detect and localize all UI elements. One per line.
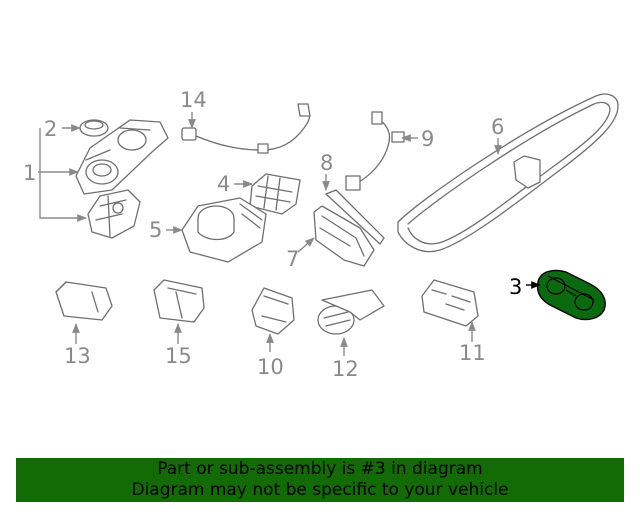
callout-6[interactable]: 6	[491, 115, 504, 139]
part-6-mirror[interactable]	[397, 93, 619, 253]
callout-15[interactable]: 15	[165, 344, 192, 368]
part-7-console-trim[interactable]	[313, 205, 375, 267]
callout-5[interactable]: 5	[149, 218, 162, 242]
leader-lines	[38, 112, 541, 356]
part-12-socket[interactable]	[317, 289, 385, 335]
part-11-label-panel[interactable]	[421, 279, 479, 327]
banner-line-2: Diagram may not be specific to your vehi…	[131, 480, 509, 500]
callout-11[interactable]: 11	[459, 341, 486, 365]
part-4-switch-panel[interactable]	[249, 173, 301, 215]
part-10-switch[interactable]	[251, 287, 295, 335]
part-3-climate-panel[interactable]	[536, 269, 606, 321]
part-1-console-lower[interactable]	[87, 189, 141, 239]
leader-7	[297, 237, 315, 253]
callout-8[interactable]: 8	[320, 151, 333, 175]
part-2-cap[interactable]	[79, 119, 109, 137]
callout-3[interactable]: 3	[509, 275, 522, 299]
callout-2[interactable]: 2	[44, 117, 57, 141]
callout-13[interactable]: 13	[64, 344, 91, 368]
part-8-trim-strip[interactable]	[325, 189, 385, 245]
callout-10[interactable]: 10	[257, 355, 284, 379]
part-1-console-upper[interactable]	[75, 119, 169, 195]
leader-1-bracket	[39, 128, 87, 222]
callout-7[interactable]: 7	[286, 247, 299, 271]
callout-4[interactable]: 4	[217, 172, 230, 196]
banner-line-1: Part or sub-assembly is #3 in diagram	[157, 459, 483, 479]
callout-9[interactable]: 9	[421, 127, 434, 151]
info-banner: Part or sub-assembly is #3 in diagram Di…	[16, 458, 624, 502]
callout-labels: 1 2 3 4 5 6 7 8 9 10 11 12 13 14 15	[23, 88, 522, 381]
part-13-switch-cover[interactable]	[55, 281, 113, 321]
part-5-control-module[interactable]	[181, 197, 267, 263]
callout-1[interactable]: 1	[23, 161, 36, 185]
callout-14[interactable]: 14	[180, 88, 207, 112]
part-9-harness[interactable]	[345, 111, 405, 191]
part-15-switch-cover[interactable]	[153, 279, 205, 323]
callout-12[interactable]: 12	[332, 357, 359, 381]
